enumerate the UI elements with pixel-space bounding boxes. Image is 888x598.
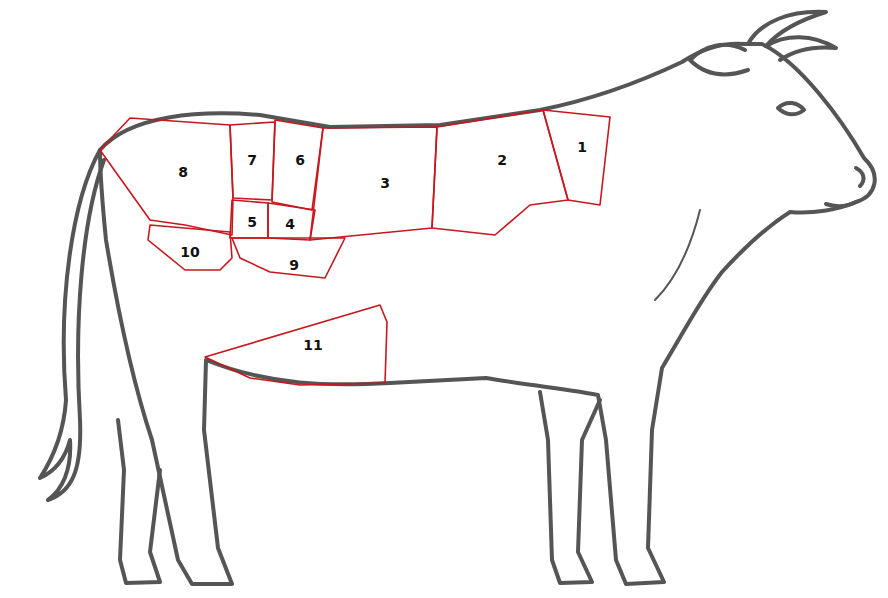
cut-region: 10 bbox=[148, 225, 232, 270]
cow-mouth bbox=[826, 202, 856, 206]
cut-region: 7 bbox=[230, 122, 275, 200]
cut-outline bbox=[543, 110, 610, 205]
cut-region: 3 bbox=[310, 127, 437, 240]
cut-number: 11 bbox=[303, 338, 322, 352]
cut-number: 7 bbox=[247, 153, 257, 167]
cut-outline bbox=[232, 238, 345, 278]
cut-outline bbox=[432, 110, 568, 235]
cow-ear bbox=[690, 45, 748, 75]
cow-leg bbox=[540, 392, 600, 583]
cut-region: 6 bbox=[272, 120, 323, 210]
cut-region: 2 bbox=[432, 110, 568, 235]
cut-number: 2 bbox=[497, 153, 507, 167]
cut-outline bbox=[230, 122, 275, 200]
cut-outline bbox=[432, 110, 568, 235]
cow-tail bbox=[40, 150, 104, 500]
cut-outline bbox=[100, 118, 233, 235]
cut-region: 1 bbox=[543, 110, 610, 205]
cut-outline bbox=[543, 110, 610, 205]
cut-region: 11 bbox=[205, 305, 387, 385]
cut-outline bbox=[232, 238, 345, 278]
cow-fold bbox=[655, 210, 700, 300]
cow-horn bbox=[766, 37, 836, 60]
cut-number: 6 bbox=[295, 153, 305, 167]
cow-body bbox=[100, 44, 875, 584]
cut-number: 4 bbox=[285, 217, 295, 231]
cut-number: 9 bbox=[289, 258, 299, 272]
cut-outline bbox=[100, 118, 233, 235]
cut-number: 8 bbox=[178, 165, 188, 179]
cut-outline bbox=[310, 127, 437, 240]
cut-outline bbox=[148, 225, 232, 270]
cut-outline bbox=[272, 120, 323, 210]
cut-outline bbox=[310, 127, 437, 240]
cut-number: 3 bbox=[380, 176, 390, 190]
cow-eye bbox=[778, 103, 804, 114]
cut-region: 8 bbox=[100, 118, 233, 235]
cut-outline bbox=[230, 200, 268, 238]
cut-number: 5 bbox=[247, 215, 257, 229]
cut-region: 5 bbox=[230, 200, 268, 238]
cow-leg bbox=[118, 420, 160, 583]
cut-region: 9 bbox=[232, 238, 345, 278]
cut-outline bbox=[205, 305, 387, 385]
cut-outline bbox=[205, 305, 387, 385]
cut-number: 10 bbox=[180, 245, 199, 259]
cut-number: 1 bbox=[577, 140, 587, 154]
cow-nostril bbox=[856, 168, 863, 186]
